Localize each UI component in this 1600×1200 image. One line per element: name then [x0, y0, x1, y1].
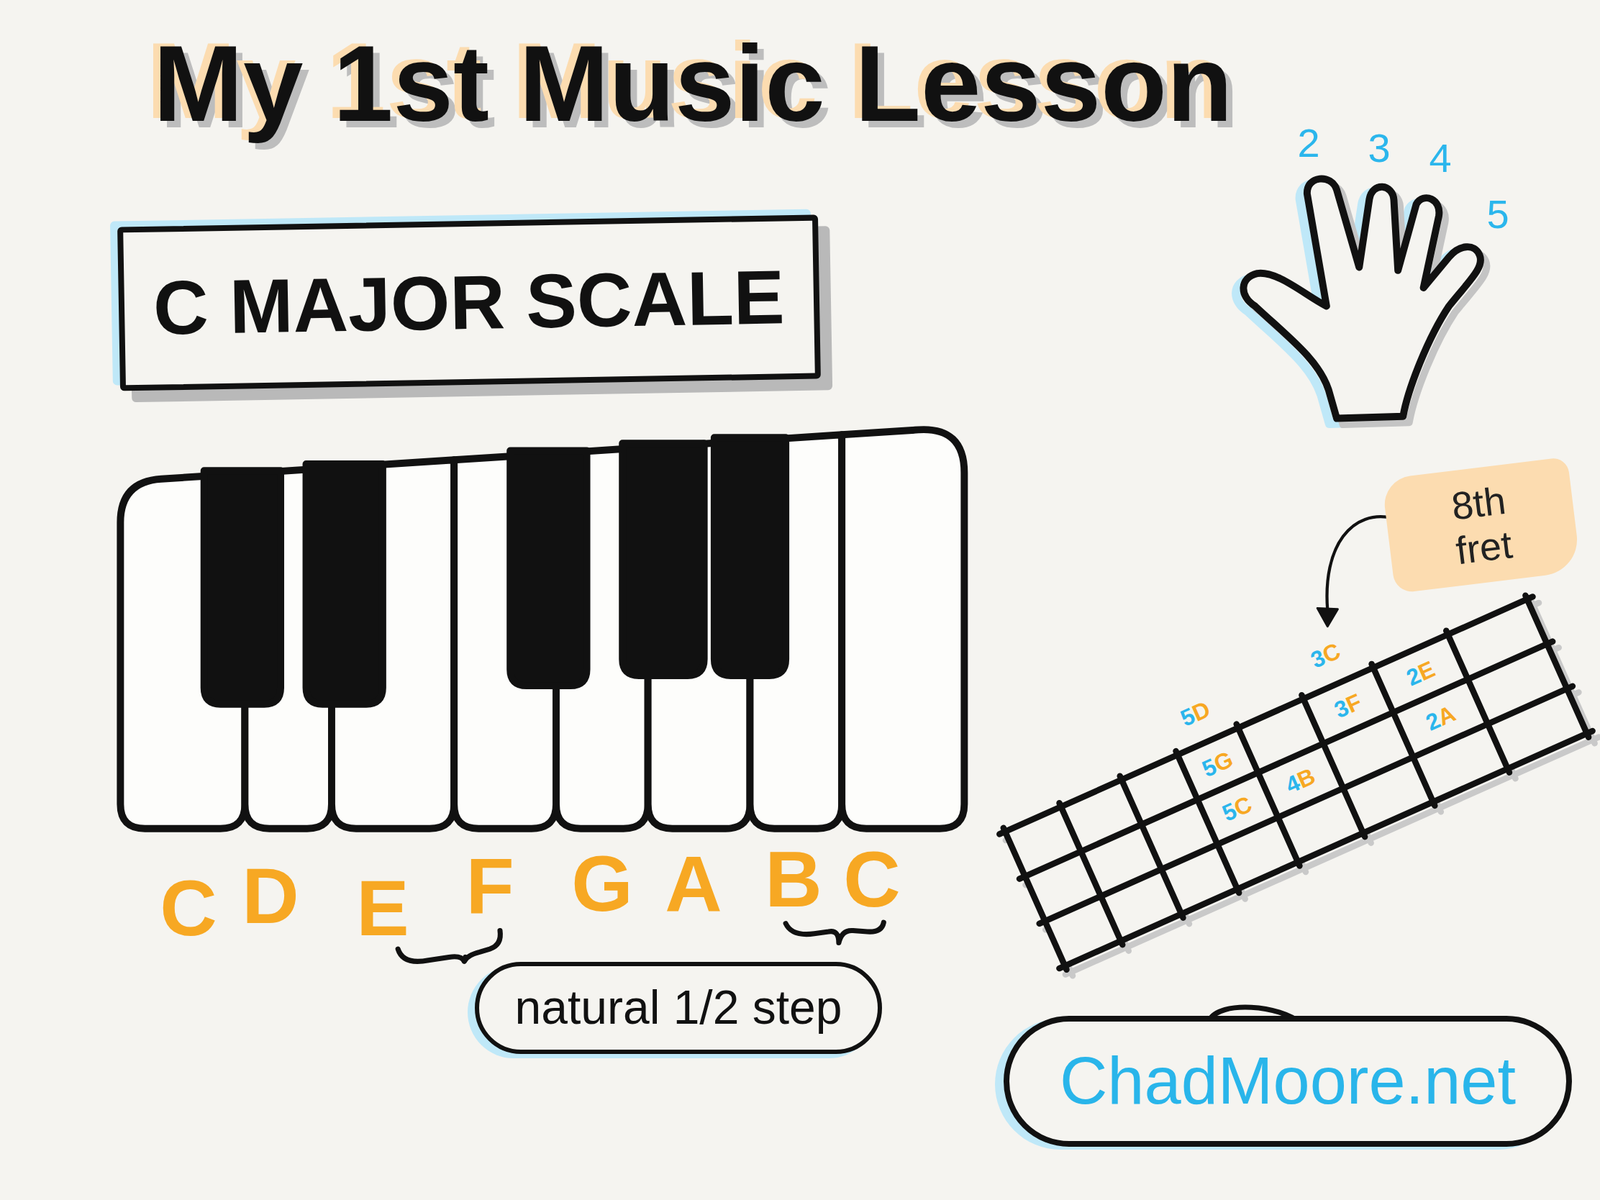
- note-name: D: [241, 856, 299, 936]
- fret-note-label: 3F: [1330, 689, 1365, 722]
- fretboard-shadow: [1004, 599, 1600, 979]
- fret-line: [1301, 694, 1365, 837]
- fret-note-label: 5D: [1176, 697, 1213, 731]
- fret-line: [1003, 828, 1067, 970]
- page-title: My 1st Music Lesson: [153, 21, 1233, 147]
- fretboard: [997, 592, 1595, 972]
- hand-outline: [1243, 178, 1481, 418]
- black-key: [306, 464, 383, 705]
- half-step-note: natural 1/2 step: [474, 961, 883, 1054]
- note-name: C: [159, 868, 217, 948]
- fret-note-label: 5G: [1198, 747, 1236, 782]
- note-name: A: [664, 843, 722, 924]
- leader-arrow: [1327, 516, 1395, 611]
- brace-stem: [464, 956, 465, 962]
- box-text: ChadMoore.net: [1059, 1043, 1516, 1120]
- piano-keyboard: [120, 429, 965, 829]
- fret-line: [1120, 776, 1184, 918]
- fret-line: [1039, 686, 1573, 924]
- half-step-brace: [785, 922, 884, 943]
- white-key: [841, 429, 965, 829]
- fret-line: [1019, 641, 1553, 880]
- arrowhead: [1317, 607, 1338, 627]
- black-key: [204, 470, 281, 704]
- finger-number: 5: [1486, 194, 1509, 235]
- fretboard-ground: [1005, 599, 1588, 967]
- fret-line: [1059, 802, 1124, 945]
- half-step-brace: [397, 930, 500, 962]
- black-key: [510, 451, 587, 687]
- fret-line: [1058, 730, 1593, 969]
- fret-note-label: 2E: [1402, 657, 1439, 690]
- note-name: C: [843, 839, 900, 919]
- website-box: ChadMoore.net: [1003, 1015, 1572, 1147]
- finger-number: 4: [1428, 138, 1452, 179]
- fret-line: [999, 596, 1533, 834]
- finger-number: 3: [1367, 128, 1390, 169]
- fret-note-label: 2A: [1422, 701, 1459, 735]
- fret-note-label: 3C: [1307, 638, 1344, 672]
- box-text: natural 1/2 step: [515, 980, 843, 1036]
- note-name: E: [356, 868, 409, 948]
- fret-line: [1371, 664, 1436, 806]
- black-key: [714, 437, 786, 676]
- note-name: F: [465, 846, 514, 926]
- fret-callout: 8th fret: [1381, 456, 1582, 595]
- box-text: 8th fret: [1433, 475, 1530, 575]
- scale-title-box: C MAJOR SCALE: [117, 215, 821, 392]
- note-name: G: [571, 843, 634, 924]
- finger-number: 2: [1297, 123, 1320, 164]
- box-text: C MAJOR SCALE: [152, 253, 786, 352]
- fret-line: [1525, 595, 1589, 738]
- black-key: [622, 443, 704, 676]
- fret-note-label: 4B: [1282, 764, 1319, 798]
- fret-line: [1446, 630, 1510, 773]
- fret-note-label: 5C: [1219, 792, 1256, 826]
- note-name: B: [764, 839, 822, 919]
